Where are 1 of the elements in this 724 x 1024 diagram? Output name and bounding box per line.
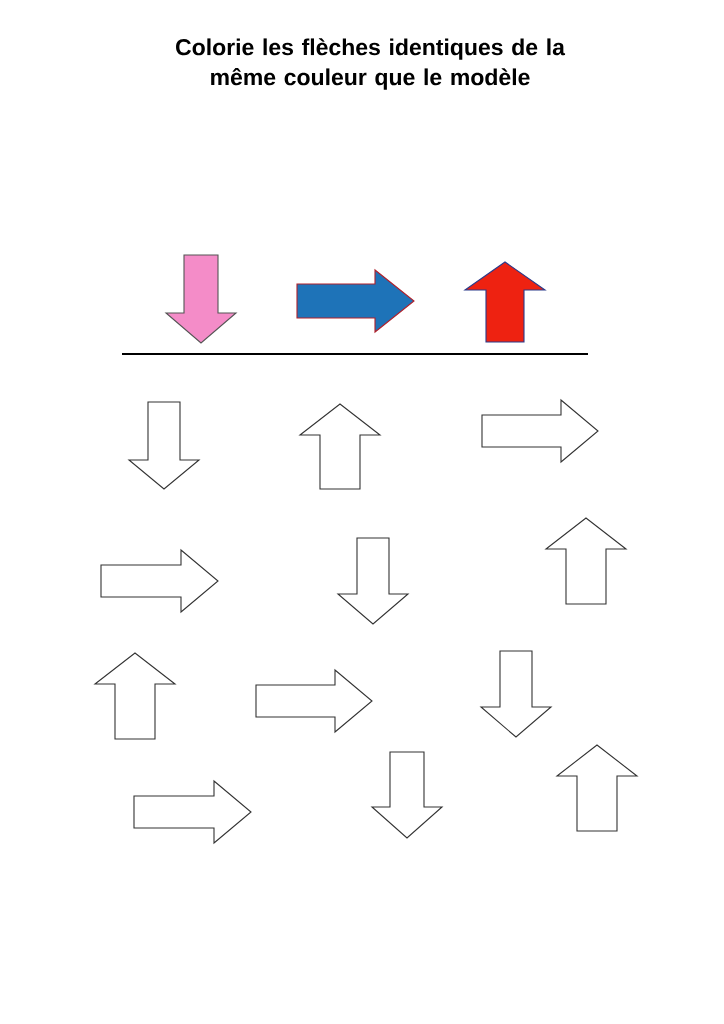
title: Colorie les flèches identiques de la même couleur que le modèle	[176, 38, 566, 90]
